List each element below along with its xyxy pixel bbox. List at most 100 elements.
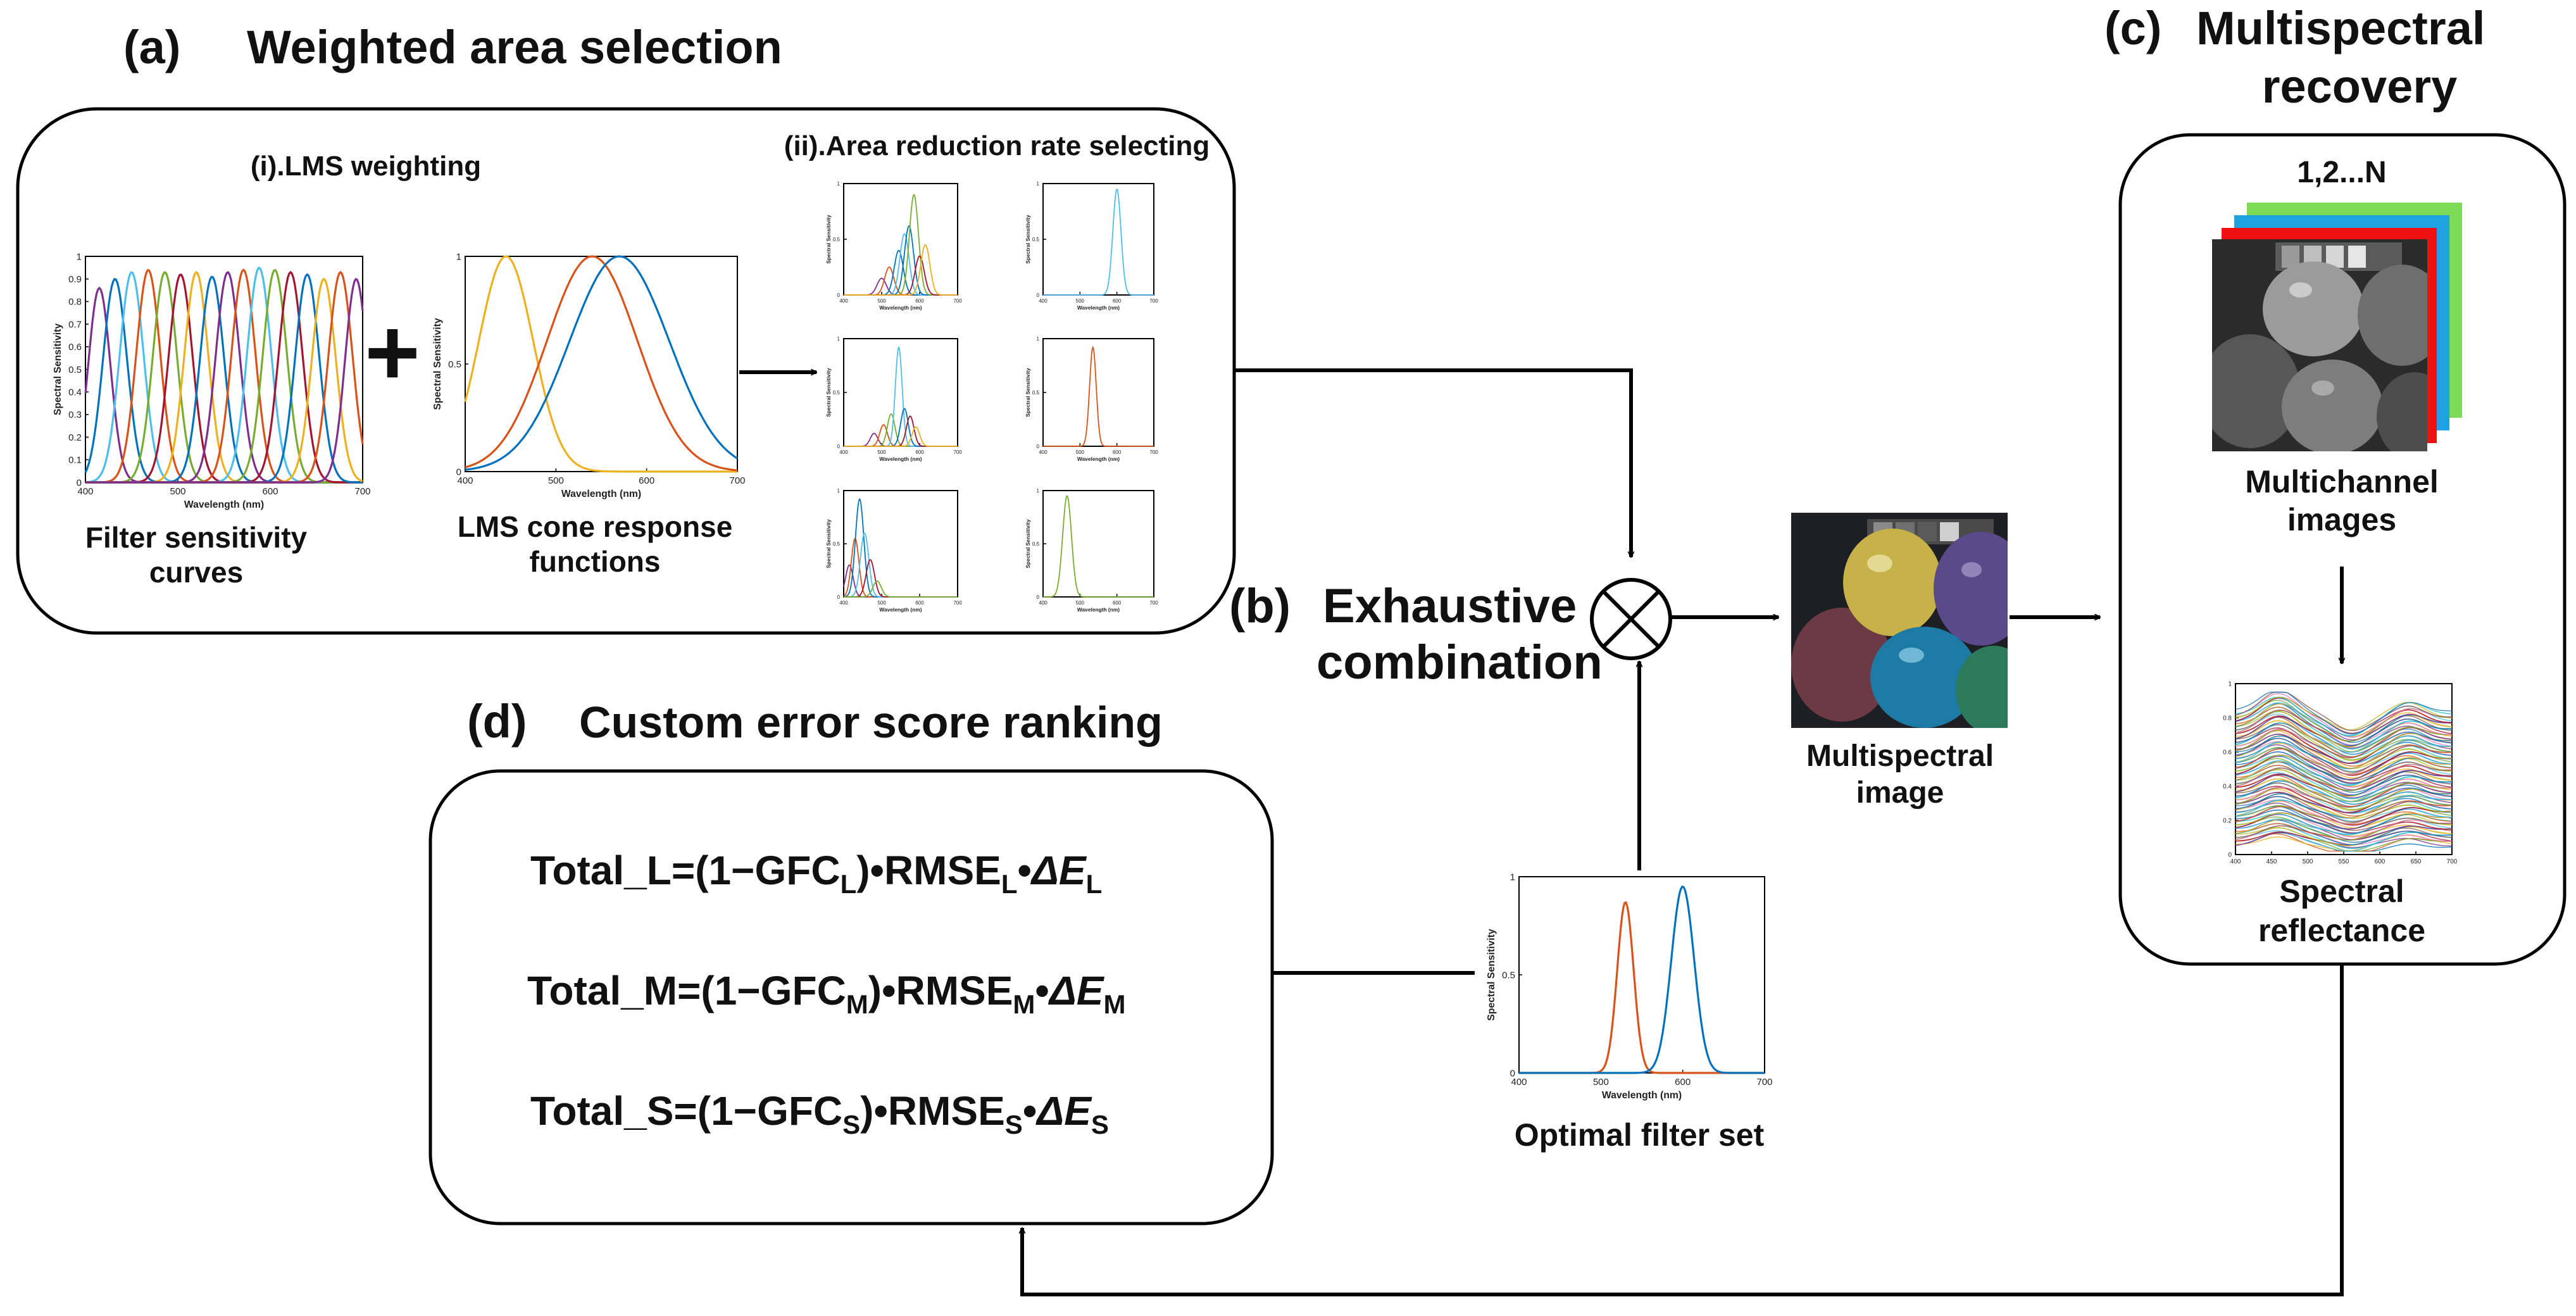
chart-frame <box>1042 490 1154 598</box>
combination-operator <box>1590 578 1672 660</box>
y-tick-label: 0.4 <box>2223 784 2232 791</box>
reflectance-curve <box>2235 773 2453 796</box>
optimal-filter-caption: Optimal filter set <box>1515 1117 1765 1153</box>
panel-b: (b) Exhaustive combination <box>1229 578 1672 689</box>
chart-frame <box>1042 338 1154 447</box>
x-tick-label: 700 <box>953 600 962 606</box>
y-tick-label: 0.5 <box>833 541 841 547</box>
x-tick-label: 400 <box>839 298 848 304</box>
x-tick-label: 500 <box>877 449 886 455</box>
x-tick-label: 600 <box>1113 449 1122 455</box>
y-tick-label: 1 <box>837 488 841 494</box>
x-tick-label: 600 <box>1113 600 1122 606</box>
x-tick-label: 600 <box>639 475 654 486</box>
reflectance-curve <box>2235 756 2453 791</box>
x-tick-label: 500 <box>877 600 886 606</box>
panel-b-tag: (b) <box>1229 579 1291 633</box>
chart-frame <box>843 183 958 296</box>
x-axis-label: Wavelength (nm) <box>1077 456 1120 462</box>
x-tick-label: 600 <box>1675 1077 1691 1087</box>
x-tick-label: 700 <box>1756 1077 1772 1087</box>
formula-total-m: Total_M=(1−GFCM)•RMSEM•ΔEM <box>527 968 1125 1019</box>
y-axis-label: Spectral Sensitivity <box>825 368 832 417</box>
chart-frame <box>85 256 363 483</box>
y-tick-label: 1 <box>1510 872 1515 882</box>
x-tick-label: 600 <box>1113 298 1122 304</box>
y-tick-label: 0.3 <box>68 410 82 420</box>
series-curve <box>1043 346 1154 447</box>
x-tick-label: 700 <box>1149 600 1158 606</box>
panel-b-title-line1: Exhaustive <box>1323 579 1577 633</box>
x-tick-label: 650 <box>2411 858 2422 865</box>
series-m <box>465 255 738 472</box>
chart-frame <box>1518 876 1765 1074</box>
y-axis-label: Spectral Sensitivity <box>825 519 832 568</box>
series-curve <box>85 278 364 484</box>
multispectral-image: Multispectral image <box>1791 513 2008 810</box>
y-axis-label: Spectral Sensitivity <box>1025 368 1031 417</box>
x-tick-label: 450 <box>2267 858 2277 865</box>
reflectance-curve <box>2235 691 2453 731</box>
lms-weighting-label: (i).LMS weighting <box>251 151 481 182</box>
multispectral-image-caption-line2: image <box>1856 776 1944 810</box>
chart-frame <box>1042 183 1154 296</box>
y-tick-label: 0.8 <box>2223 715 2232 722</box>
panel-a-tag: (a) <box>123 21 180 73</box>
reflectance-curve <box>2235 724 2453 759</box>
multichannel-image-stack <box>2212 203 2462 451</box>
y-tick-label: 0 <box>1037 292 1040 298</box>
reflectance-curve <box>2235 827 2453 852</box>
multispectral-image-caption-line1: Multispectral <box>1806 739 1994 773</box>
panel-d-tag: (d) <box>467 695 527 748</box>
lms-caption-line2: functions <box>530 545 661 578</box>
y-tick-label: 0.5 <box>68 365 82 375</box>
panel-c: (c) Multispectral recovery 1,2...N <box>2104 2 2567 966</box>
y-tick-label: 0.5 <box>448 359 461 370</box>
x-tick-label: 500 <box>1076 298 1085 304</box>
x-tick-label: 500 <box>877 298 886 304</box>
series-s <box>464 255 737 473</box>
y-tick-label: 0.4 <box>68 387 82 398</box>
y-tick-label: 0 <box>77 477 82 488</box>
x-tick-label: 600 <box>915 298 924 304</box>
series-curve <box>1043 495 1154 598</box>
x-axis-label: Wavelength (nm) <box>1077 606 1120 613</box>
y-tick-label: 1 <box>2228 681 2232 688</box>
y-tick-label: 0.5 <box>1032 390 1040 396</box>
y-tick-label: 0.5 <box>833 237 841 242</box>
chart-frame <box>465 256 738 472</box>
reflectance-curve <box>2235 800 2453 829</box>
x-tick-label: 700 <box>729 475 745 486</box>
x-axis-label: Wavelength (nm) <box>184 499 264 510</box>
y-tick-label: 1 <box>1037 336 1040 342</box>
x-tick-label: 400 <box>457 475 473 486</box>
y-tick-label: 0 <box>1037 444 1040 449</box>
x-tick-label: 700 <box>1149 298 1158 304</box>
y-tick-label: 0.5 <box>1502 970 1515 981</box>
y-tick-label: 0.6 <box>2223 749 2232 756</box>
reflectance-caption-line1: Spectral <box>2279 874 2404 909</box>
y-tick-label: 0 <box>1037 594 1040 600</box>
series-l <box>465 255 738 471</box>
panel-d-title: Custom error score ranking <box>579 698 1163 747</box>
y-tick-label: 0 <box>837 594 841 600</box>
recovery-to-ranking-arrow <box>1022 965 2344 1296</box>
y-tick-label: 1 <box>837 336 841 342</box>
y-tick-label: 0 <box>1510 1068 1515 1079</box>
y-tick-label: 1 <box>77 251 82 262</box>
x-tick-label: 400 <box>77 486 93 497</box>
grayscale-channel-image <box>2212 239 2427 451</box>
filter-caption-line2: curves <box>149 556 243 589</box>
formula-total-l: Total_L=(1−GFCL)•RMSEL•ΔEL <box>530 848 1102 899</box>
x-tick-label: 700 <box>354 486 370 497</box>
reflectance-curve <box>2235 741 2453 772</box>
reflectance-curve <box>2235 787 2453 810</box>
plus-sign: + <box>365 299 420 405</box>
